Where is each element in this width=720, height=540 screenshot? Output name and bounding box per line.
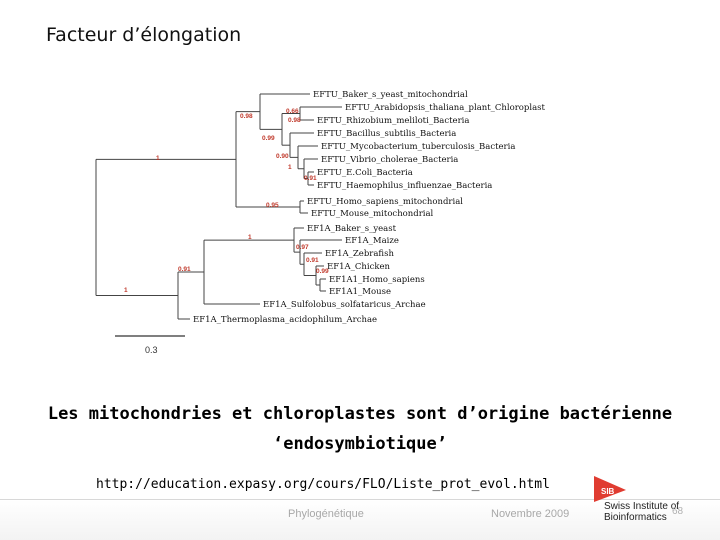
leaf-label: EF1A_Thermoplasma_acidophilum_Archae [193, 315, 377, 325]
bootstrap-value: 0.91 [304, 175, 317, 182]
leaf-label: EFTU_Homo_sapiens_mitochondrial [307, 197, 463, 207]
bootstrap-value: 0.98 [240, 113, 253, 120]
sib-logo: SIB [594, 476, 626, 502]
leaf-label: EFTU_Baker_s_yeast_mitochondrial [313, 90, 468, 100]
scale-label: 0.3 [145, 345, 158, 355]
bootstrap-value: 1 [124, 287, 128, 294]
footer-bar [0, 500, 720, 540]
leaf-label: EF1A_Chicken [327, 262, 391, 272]
bootstrap-value: 0.91 [306, 257, 319, 264]
leaf-label: EFTU_Arabidopsis_thaliana_plant_Chloropl… [345, 103, 546, 113]
organization-name-line-2: Bioinformatics [604, 512, 667, 523]
leaf-label: EF1A_Baker_s_yeast [307, 224, 397, 234]
leaf-label: EFTU_Rhizobium_meliloti_Bacteria [317, 116, 469, 126]
bootstrap-value: 0.99 [262, 135, 275, 142]
bootstrap-value: 1 [248, 234, 252, 241]
leaf-label: EFTU_Mycobacterium_tuberculosis_Bacteria [321, 142, 515, 152]
bootstrap-value: 0.95 [266, 202, 279, 209]
bootstrap-value: 0.91 [178, 266, 191, 273]
leaf-label: EFTU_Mouse_mitochondrial [311, 209, 434, 219]
bootstrap-value: 1 [288, 164, 292, 171]
bootstrap-value: 0.99 [316, 268, 329, 275]
leaf-label: EF1A_Zebrafish [325, 249, 394, 259]
leaf-label: EFTU_Bacillus_subtilis_Bacteria [317, 129, 456, 139]
leaf-label: EFTU_E.Coli_Bacteria [317, 168, 413, 178]
footer-date: Novembre 2009 [491, 508, 570, 520]
leaf-label: EFTU_Vibrio_cholerae_Bacteria [321, 155, 458, 165]
page-number: 68 [672, 506, 684, 517]
bootstrap-value: 0.98 [288, 117, 301, 124]
footer-divider [0, 499, 720, 500]
bootstrap-value: 0.97 [296, 244, 309, 251]
organization-name: Swiss Institute of Bioinformatics [604, 501, 679, 523]
leaf-label: EF1A_Sulfolobus_solfataricus_Archae [263, 300, 426, 310]
organization-name-line-1: Swiss Institute of [604, 501, 680, 512]
caption-line-2: ‘endosymbiotique’ [273, 434, 447, 454]
sib-logo-text: SIB [601, 487, 615, 496]
phylogenetic-tree: EFTU_Baker_s_yeast_mitochondrialEFTU_Ara… [95, 90, 546, 355]
leaf-label: EF1A1_Mouse [329, 287, 391, 297]
leaf-label: EFTU_Haemophilus_influenzae_Bacteria [317, 181, 492, 191]
bootstrap-value: 0.90 [276, 153, 289, 160]
reference-link[interactable]: http://education.expasy.org/cours/FLO/Li… [96, 477, 550, 492]
bootstrap-value: 0.66 [286, 108, 299, 115]
leaf-label: EF1A_Maize [345, 236, 399, 246]
footer-topic: Phylogénétique [288, 508, 364, 520]
leaf-label: EF1A1_Homo_sapiens [329, 275, 425, 285]
bootstrap-value: 1 [156, 155, 160, 162]
caption-line-1: Les mitochondries et chloroplastes sont … [47, 404, 673, 424]
slide-title: Facteur d’élongation [46, 24, 242, 46]
